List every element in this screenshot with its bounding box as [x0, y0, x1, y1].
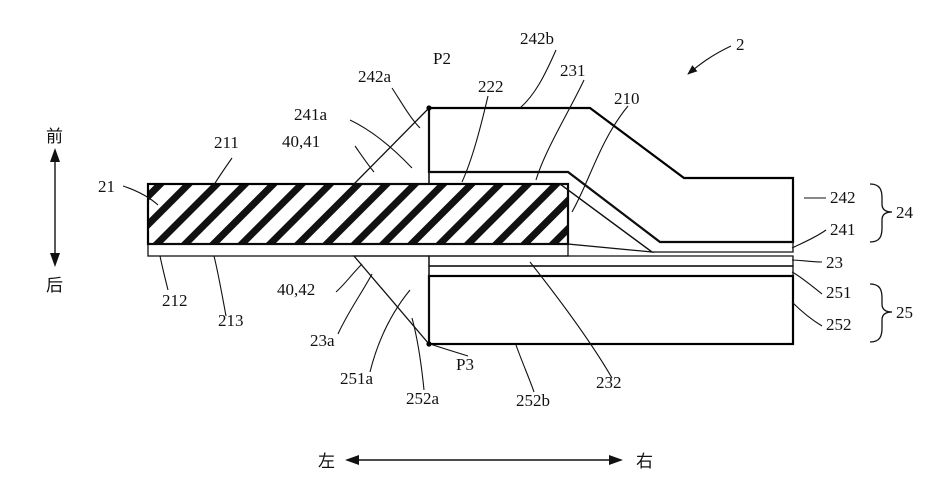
label-25: 25	[896, 303, 913, 322]
label-211: 211	[214, 133, 239, 152]
label-232: 232	[596, 373, 622, 392]
label-252: 252	[826, 315, 852, 334]
gap-210	[560, 184, 652, 252]
label-212: 212	[162, 291, 188, 310]
left-right-arrow	[345, 455, 623, 465]
label-front: 前	[46, 127, 63, 147]
front-back-arrow	[50, 148, 60, 267]
label-252a: 252a	[406, 389, 440, 408]
label-213: 213	[218, 311, 244, 330]
label-40-41: 40,41	[282, 132, 320, 151]
label-24: 24	[896, 203, 914, 222]
label-241a: 241a	[294, 105, 328, 124]
label-242a: 242a	[358, 67, 392, 86]
board-21-hatched	[148, 184, 568, 244]
label-back: 后	[46, 276, 63, 296]
label-23a: 23a	[310, 331, 335, 350]
label-P2: P2	[433, 49, 451, 68]
layer-212-213	[148, 244, 568, 256]
glue-40-41-upper	[354, 108, 429, 184]
layer-252-lower-dotted	[429, 276, 793, 344]
label-left: 左	[318, 452, 335, 472]
label-231: 231	[560, 61, 586, 80]
label-252b: 252b	[516, 391, 550, 410]
glue-40-42-lower	[354, 256, 429, 344]
label-right: 右	[636, 452, 653, 472]
label-figure-number: 2	[736, 35, 745, 54]
label-23: 23	[826, 253, 843, 272]
label-210: 210	[614, 89, 640, 108]
label-242: 242	[830, 188, 856, 207]
brace-24	[870, 184, 892, 242]
label-P3: P3	[456, 355, 474, 374]
layer-23-strip	[429, 256, 793, 266]
label-21: 21	[98, 177, 115, 196]
label-241: 241	[830, 220, 856, 239]
point-P2	[426, 105, 431, 110]
brace-25	[870, 284, 892, 342]
label-251a: 251a	[340, 369, 374, 388]
label-222: 222	[478, 77, 504, 96]
label-242b: 242b	[520, 29, 554, 48]
layer-251-lower	[429, 266, 793, 276]
label-40-42: 40,42	[277, 280, 315, 299]
label-251: 251	[826, 283, 852, 302]
